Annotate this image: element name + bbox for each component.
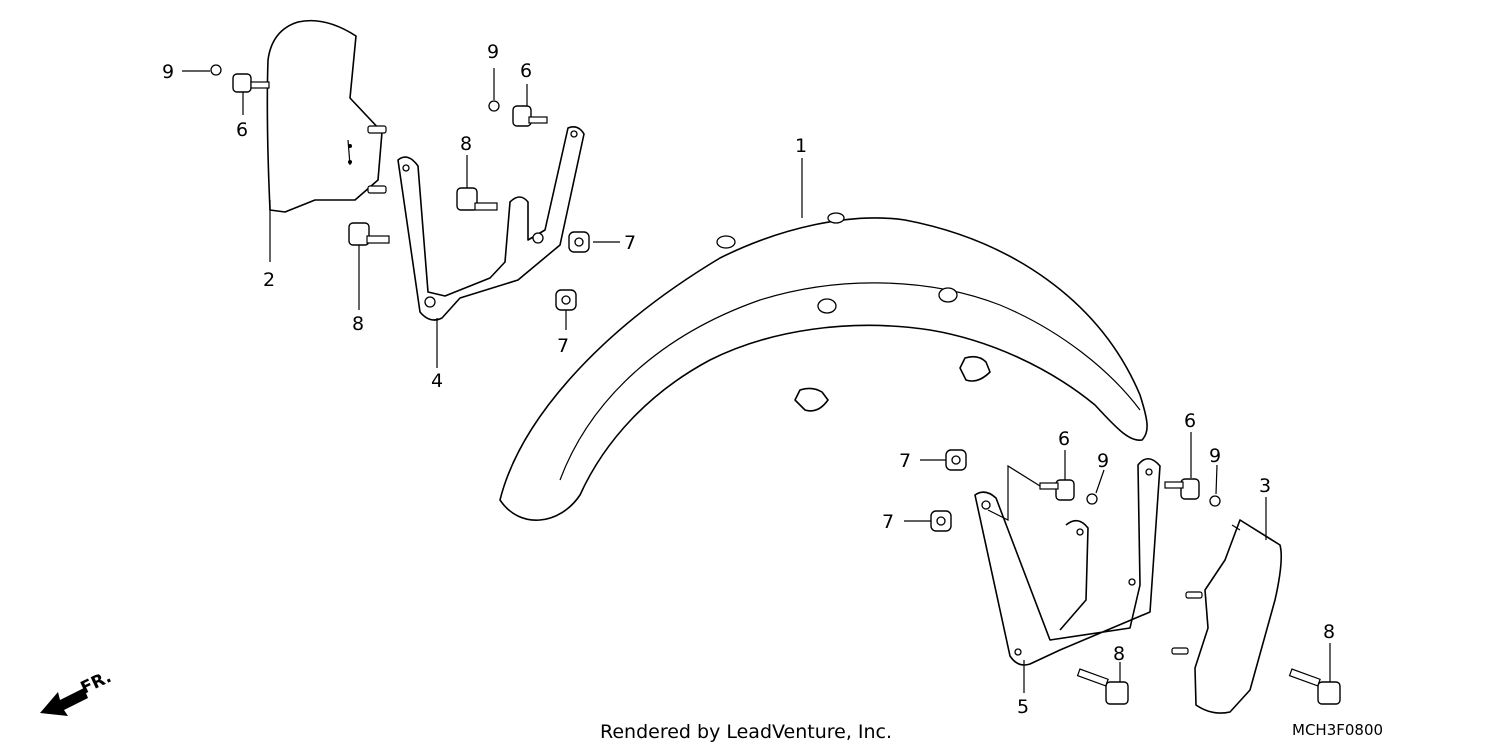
callout-8-left: 8 [352,313,364,335]
callout-8-lower-mid: 8 [1113,643,1125,665]
callout-9-lower-mid: 9 [1097,450,1109,472]
callout-9-lower-right: 9 [1209,445,1221,467]
callouts: 1 2 3 4 5 6 6 6 6 7 7 7 7 8 8 8 8 9 9 9 … [162,41,1335,718]
bolt-6-upper-mid[interactable] [512,105,548,127]
callout-6-upper: 6 [520,60,532,82]
callout-7-right-lower: 7 [882,511,894,533]
left-bracket[interactable] [397,126,585,321]
front-direction-indicator: FR. [40,667,115,716]
front-fender[interactable] [499,212,1148,521]
callout-3: 3 [1259,475,1271,497]
washer-9-lower-right[interactable] [1209,495,1221,507]
callout-4: 4 [431,370,443,392]
nut-7-upper[interactable] [568,231,590,253]
nut-7-lower[interactable] [555,289,577,311]
washer-9-upper[interactable] [488,100,500,112]
callout-8-upper: 8 [460,133,472,155]
bolt-6-lower-right[interactable] [1164,478,1200,500]
callout-5: 5 [1017,696,1029,718]
callout-2: 2 [263,269,275,291]
callout-7-lower: 7 [557,335,569,357]
bolt-8-lower-right[interactable] [1288,668,1341,705]
callout-7-upper: 7 [624,232,636,254]
callout-8-lower-right: 8 [1323,621,1335,643]
right-bracket[interactable] [974,457,1161,666]
diagram-code: MCH3F0800 [1292,721,1383,739]
left-fork-cover[interactable] [266,19,387,213]
callout-7-right-upper: 7 [899,450,911,472]
callout-9-left: 9 [162,61,174,83]
bolt-6-lower-mid[interactable] [1039,479,1075,501]
leader-lines [182,68,1331,693]
bolt-8-lower-mid[interactable] [1076,668,1129,705]
callout-1: 1 [795,135,807,157]
callout-6-left: 6 [236,119,248,141]
direction-label: FR. [78,667,115,698]
washer-9-lower-mid[interactable] [1086,493,1098,505]
callout-6-lower-right: 6 [1184,410,1196,432]
right-fork-cover[interactable] [1171,519,1282,714]
callout-9-upper: 9 [487,41,499,63]
bolt-8-upper-mid[interactable] [456,187,498,211]
bolt-6-left-top[interactable] [232,73,270,93]
callout-6-lower-mid: 6 [1058,428,1070,450]
washer-9-left[interactable] [210,64,222,76]
nut-7-right-lower[interactable] [930,510,952,532]
front-arrow-icon [40,688,88,716]
nut-7-right-upper[interactable] [945,449,967,471]
footer-credit: Rendered by LeadVenture, Inc. [600,721,892,743]
bolt-8-left[interactable] [348,222,390,246]
